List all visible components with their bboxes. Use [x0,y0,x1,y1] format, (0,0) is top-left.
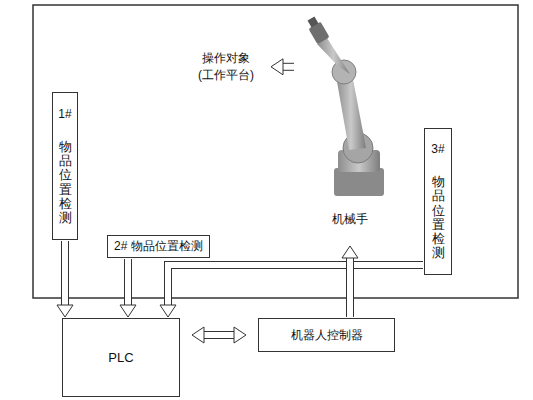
sensor-box: 2# 物品位置检测 [107,235,210,258]
node-text: PLC [108,350,133,365]
arrow-shaft-outline [346,258,354,317]
hollow-arrow [271,59,294,75]
arrow-shaft-outline [204,331,234,339]
arrow-head [271,59,283,75]
arrow-head [120,305,136,317]
hollow-arrow [160,265,423,317]
node-text: 物品位置检测 [59,140,72,226]
node-text: 操作对象 (工作平台) [193,50,259,84]
node-text: 2# 物品位置检测 [114,238,203,255]
arrow-shaft-outline [124,259,132,305]
arrow-shaft-fill [168,265,423,305]
hollow-arrow [342,246,358,317]
arrow-shaft-fill [283,64,294,70]
hollow-arrow [120,259,136,317]
arrow-head [234,327,246,343]
robot-base [334,168,384,196]
robot-lower-arm [336,74,366,150]
robot-upper-arm [317,38,350,74]
node-text: 3# [431,142,444,156]
node-text: 机器人控制器 [291,327,363,344]
arrow-head [57,305,73,317]
sensor-box: 3# 物品位置检测 [424,128,452,275]
target-label: 操作对象 (工作平台) [193,50,259,84]
arrow-shaft-outline [283,63,294,71]
node-text: 1# [58,107,71,121]
robot-arm [308,17,384,196]
arrow-shaft-fill [204,332,234,338]
robot-elbow [332,60,356,84]
hollow-arrow [57,241,73,317]
arrow-shaft-fill [347,258,353,317]
arrow-shaft-outline [61,241,69,305]
system-frame [33,5,518,298]
arrow-head [192,327,204,343]
node-text: 物品位置检测 [432,175,445,261]
arrow-head [160,305,176,317]
robot-tool [308,17,319,28]
arrow-head [342,246,358,258]
node-text: 机械手 [332,211,368,228]
arrow-shaft-outline [168,265,423,305]
sensor-box: 1# 物品位置检测 [52,92,78,240]
arrow-shaft-fill [62,241,68,305]
robot-node: 机械手 [300,14,400,228]
arrow-shaft-fill [125,259,131,305]
controller-box: 机器人控制器 [258,318,395,352]
plc-box: PLC [62,318,180,397]
hollow-arrow [192,327,246,343]
